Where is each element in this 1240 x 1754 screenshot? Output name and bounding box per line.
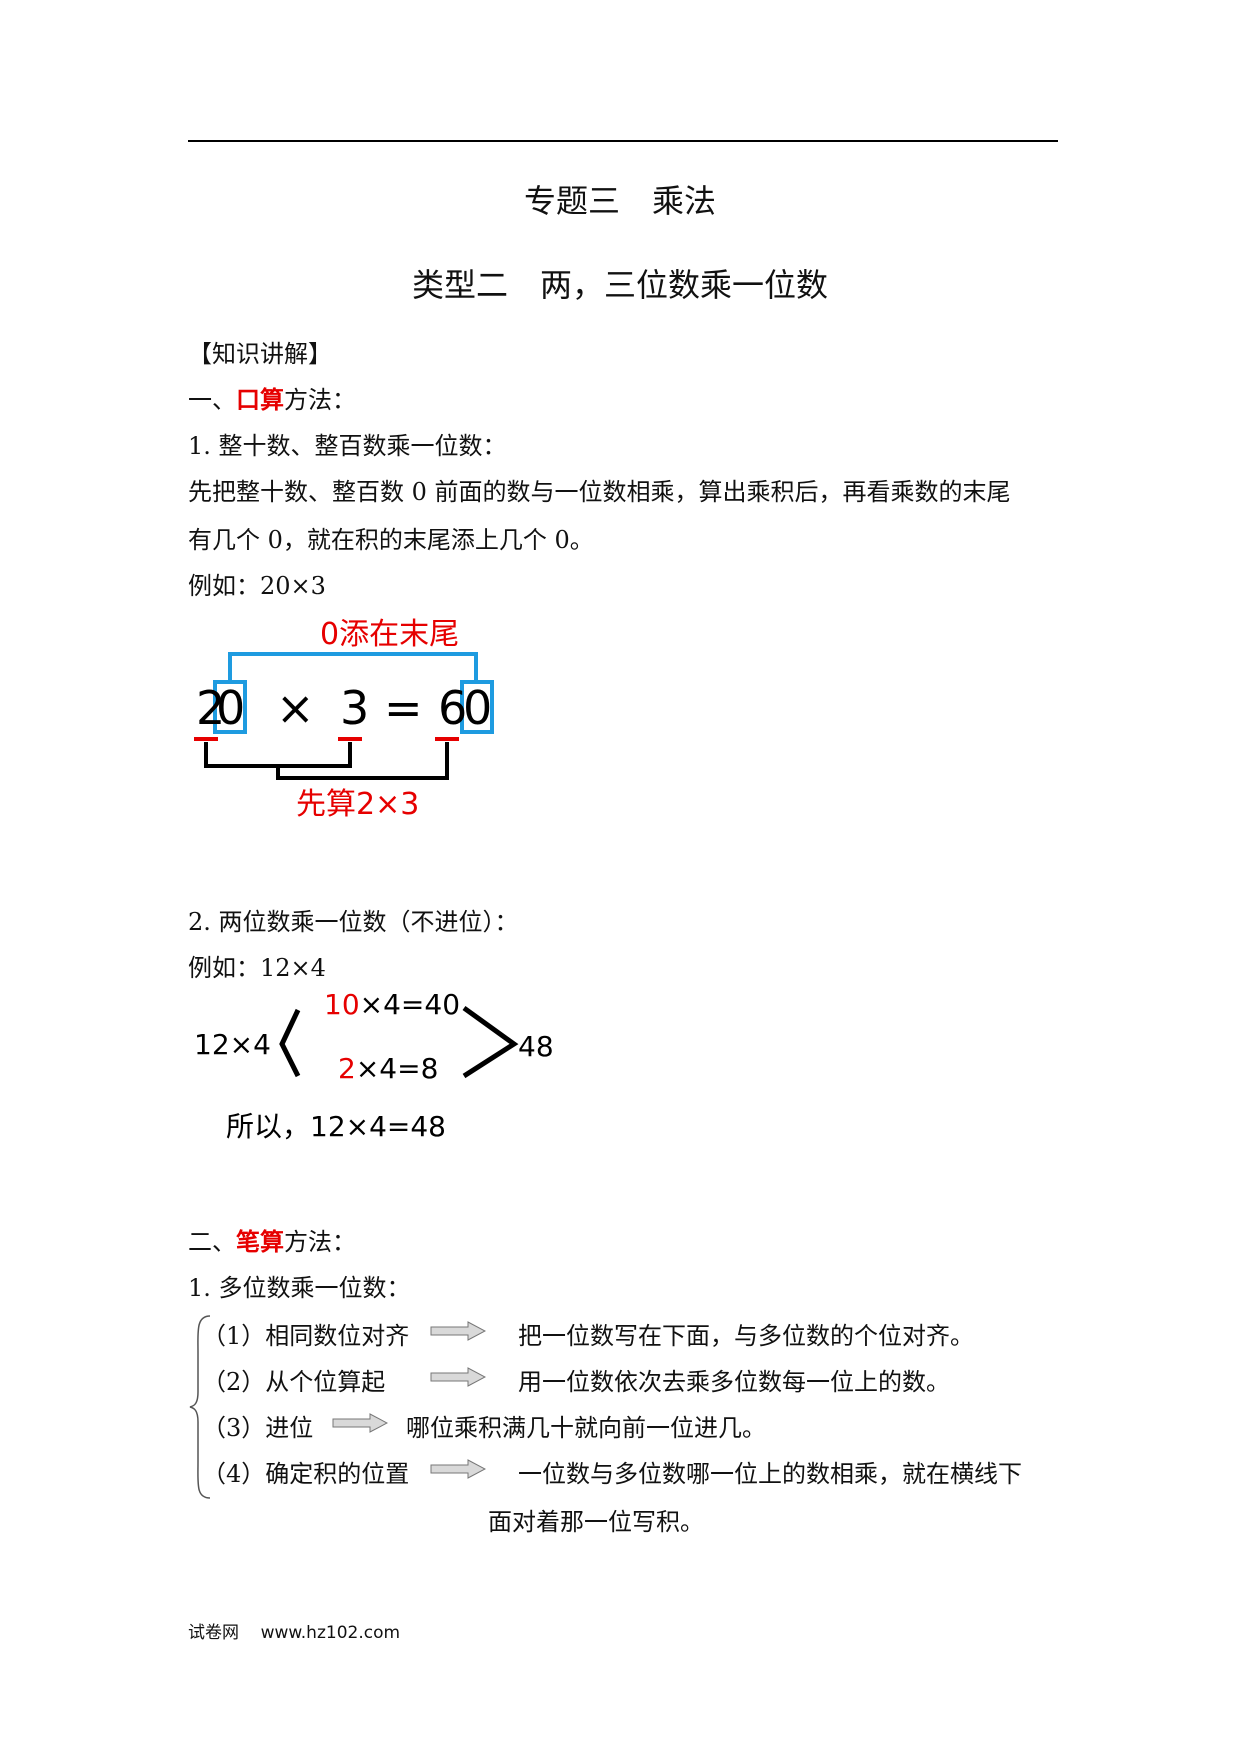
left-angle [279,1008,301,1078]
page-title: 专题三 乘法 [523,182,716,220]
part2-heading: 二、笔算方法： [188,1227,356,1256]
item1-example: 例如：20×3 [188,572,326,600]
footer-url[interactable]: www.hz102.com [260,1623,401,1643]
bottom-bracket-right [276,742,449,780]
diagram-20x3: 0添在末尾 2 0 × 3 = 6 0 先算2×3 [194,617,494,820]
step3-label: （3）进位 [202,1414,314,1442]
diagram-12x4: 12×4 10×4=40 2×4=8 48 所以，12×4=48 [194,988,554,1143]
page-subtitle: 类型二 两，三位数乘一位数 [411,266,828,304]
digit-0-left: 0 [216,681,245,735]
zero-box-left [213,680,247,734]
step3-arrow-icon [332,1413,388,1433]
footer-site: 试卷网 [188,1623,239,1643]
digit-2: 2 [196,681,225,735]
step1-arrow-icon [430,1321,486,1341]
step4-label: （4）确定积的位置 [202,1460,410,1488]
item2-example: 例如：12×4 [188,954,326,982]
equal-sign: = [384,681,423,735]
part1-highlight: 口算 [236,385,284,414]
digit-0-right: 0 [463,681,492,735]
header-rule [188,140,1058,142]
step2-desc: 用一位数依次去乘多位数每一位上的数。 [518,1368,950,1396]
part2-subheading: 1. 多位数乘一位数： [188,1274,411,1302]
footer: 试卷网 www.hz102.com [188,1618,400,1643]
diagram2-left: 12×4 [194,1028,271,1061]
digit-3: 3 [340,681,369,735]
step1-desc: 把一位数写在下面，与多位数的个位对齐。 [518,1322,974,1350]
svg-text:2×4=8: 2×4=8 [338,1052,438,1085]
step2-label: （2）从个位算起 [202,1368,386,1396]
item1-heading: 1. 整十数、整百数乘一位数： [188,432,507,460]
step4-desc-line2: 面对着那一位写积。 [488,1508,704,1536]
times-sign: × [276,681,315,735]
curly-brace [189,1315,211,1499]
right-angle [462,1005,519,1079]
section-label: 【知识讲解】 [188,340,332,368]
diagram1-bottom-label: 先算2×3 [296,787,419,820]
item1-text-line2: 有几个 0，就在积的末尾添上几个 0。 [188,526,594,554]
step4-desc: 一位数与多位数哪一位上的数相乘，就在横线下 [518,1460,1022,1488]
digit-6: 6 [438,681,467,735]
step3-desc: 哪位乘积满几十就向前一位进几。 [406,1414,766,1442]
part1-heading: 一、口算方法： [188,385,356,414]
diagram2-conclusion: 所以，12×4=48 [226,1110,446,1143]
bottom-bracket-left [204,742,352,768]
bottom-rest: ×4=8 [356,1052,439,1085]
part2-highlight: 笔算 [236,1227,284,1256]
bottom-red: 2 [338,1052,356,1085]
step4-arrow-icon [430,1459,486,1479]
top-red: 10 [324,988,360,1021]
item1-text-line1: 先把整十数、整百数 0 前面的数与一位数相乘，算出乘积后，再看乘数的末尾 [188,478,1011,506]
svg-text:10×4=40: 10×4=40 [324,988,460,1021]
top-rest: ×4=40 [360,988,460,1021]
item2-heading: 2. 两位数乘一位数（不进位）： [188,908,519,936]
zero-box-right [460,680,494,734]
step1-label: （1）相同数位对齐 [202,1322,410,1350]
step2-arrow-icon [430,1367,486,1387]
diagram2-result: 48 [518,1030,554,1063]
diagram1-top-label: 0添在末尾 [320,617,459,652]
top-bracket [228,652,478,682]
